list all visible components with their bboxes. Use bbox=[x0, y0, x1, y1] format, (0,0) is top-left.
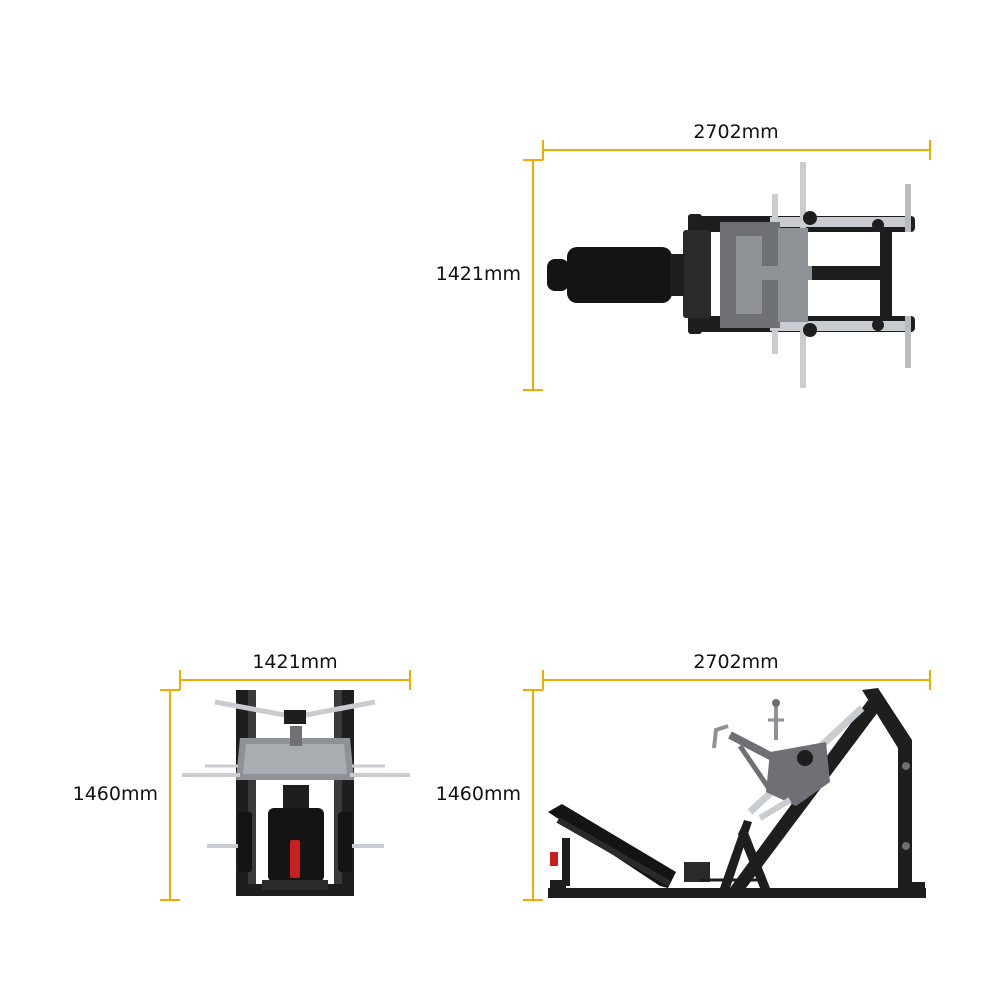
top-view-machine-illustration bbox=[547, 162, 915, 388]
top-view-depth-dimension bbox=[523, 159, 543, 391]
side-view: 2702mm 1460mm bbox=[436, 651, 931, 901]
side-view-height-dimension bbox=[523, 689, 543, 901]
top-view-depth-label: 1421mm bbox=[436, 263, 521, 285]
front-view-width-label: 1421mm bbox=[252, 651, 337, 673]
side-view-machine-illustration bbox=[548, 688, 926, 898]
top-view-width-label: 2702mm bbox=[693, 121, 778, 143]
top-view-width-dimension bbox=[542, 140, 931, 160]
front-view-height-dimension bbox=[160, 689, 180, 901]
top-view: 2702mm 1421mm bbox=[436, 121, 931, 391]
front-view-width-dimension bbox=[179, 670, 411, 690]
side-view-length-dimension bbox=[542, 670, 931, 690]
front-view-height-label: 1460mm bbox=[73, 783, 158, 805]
front-view: 1421mm 1460mm bbox=[73, 651, 411, 901]
side-view-length-label: 2702mm bbox=[693, 651, 778, 673]
side-view-height-label: 1460mm bbox=[436, 783, 521, 805]
front-view-machine-illustration bbox=[182, 690, 410, 896]
